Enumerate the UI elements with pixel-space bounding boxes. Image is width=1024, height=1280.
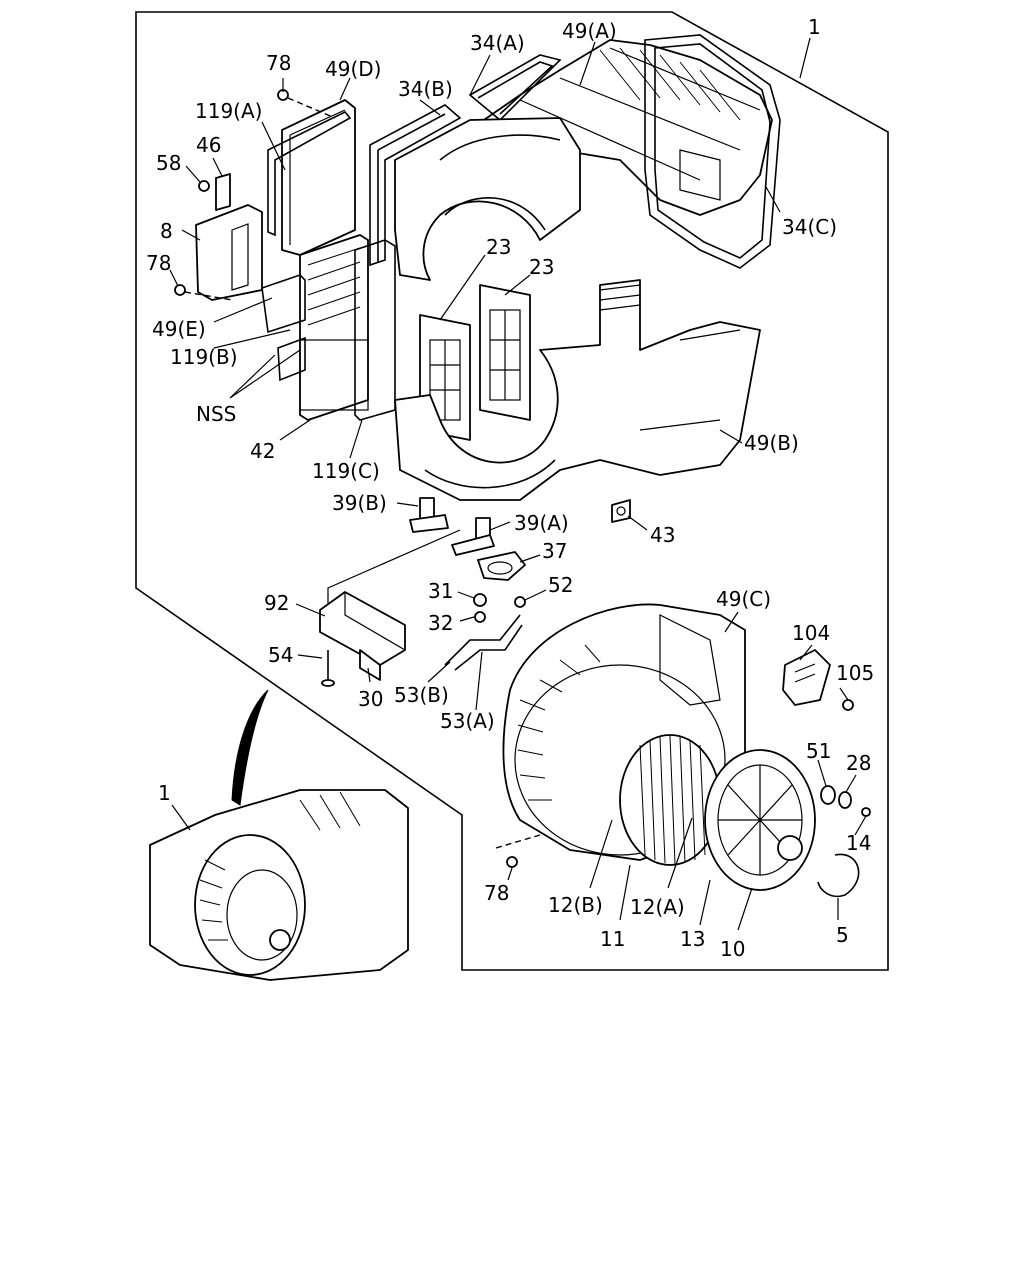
screw-78-bottom — [506, 856, 518, 868]
control-unit-92 — [319, 591, 406, 666]
label-43: 43 — [650, 523, 675, 547]
part-labels: 1 49(A) 34(A) 78 49(D) 34(B) 119(A) 46 5… — [146, 15, 874, 961]
label-23-left: 23 — [486, 235, 511, 259]
gasket-119a — [267, 111, 352, 237]
label-49a: 49(A) — [562, 19, 617, 43]
label-1-top: 1 — [808, 15, 821, 39]
label-31: 31 — [428, 579, 453, 603]
label-34b: 34(B) — [398, 77, 453, 101]
screw-58 — [198, 180, 210, 192]
label-92: 92 — [264, 591, 289, 615]
label-11: 11 — [600, 927, 625, 951]
label-39b: 39(B) — [332, 491, 387, 515]
washer-51 — [820, 785, 836, 805]
lower-case-49b — [394, 279, 761, 501]
gasket-34b — [369, 104, 462, 267]
scroll-housing-upper — [394, 117, 581, 281]
side-panel-49d — [281, 99, 356, 256]
resistor-104 — [782, 649, 831, 706]
part-39a — [451, 517, 495, 556]
leader-lines — [169, 37, 867, 931]
assembled-unit-1 — [149, 789, 409, 981]
label-39a: 39(A) — [514, 511, 569, 535]
label-49e: 49(E) — [152, 317, 206, 341]
screw-54 — [321, 650, 335, 687]
screw-105 — [842, 699, 854, 711]
part-39b — [409, 497, 449, 533]
label-42: 42 — [250, 439, 275, 463]
washer-31 — [473, 593, 487, 607]
filter-42 — [299, 234, 369, 421]
diagram-boundary — [135, 11, 889, 971]
part-43 — [611, 499, 631, 523]
label-5: 5 — [836, 923, 849, 947]
label-78-top: 78 — [266, 51, 291, 75]
clip-46 — [215, 173, 231, 211]
detail-arrow — [231, 689, 269, 806]
label-54: 54 — [268, 643, 293, 667]
label-78-mid: 78 — [146, 251, 171, 275]
cover-30 — [359, 649, 381, 681]
label-37: 37 — [542, 539, 567, 563]
label-46: 46 — [196, 133, 221, 157]
label-119a: 119(A) — [195, 99, 262, 123]
label-10: 10 — [720, 937, 745, 961]
label-13: 13 — [680, 927, 705, 951]
label-119b: 119(B) — [170, 345, 238, 369]
label-78-bottom: 78 — [484, 881, 509, 905]
label-105: 105 — [836, 661, 874, 685]
label-53b: 53(B) — [394, 683, 449, 707]
label-nss: NSS — [196, 402, 236, 426]
label-104: 104 — [792, 621, 830, 645]
label-49d: 49(D) — [325, 57, 381, 81]
label-34a: 34(A) — [470, 31, 525, 55]
label-32: 32 — [428, 611, 453, 635]
label-52: 52 — [548, 573, 573, 597]
actuator-37 — [477, 551, 526, 581]
label-51: 51 — [806, 739, 831, 763]
label-8: 8 — [160, 219, 173, 243]
label-58: 58 — [156, 151, 181, 175]
clip-52 — [514, 596, 526, 608]
label-14: 14 — [846, 831, 871, 855]
washer-28 — [838, 791, 852, 809]
filter-23-right — [479, 284, 531, 421]
motor-10 — [704, 749, 816, 891]
gasket-34a — [468, 54, 562, 122]
label-34c: 34(C) — [782, 215, 837, 239]
link-53b — [444, 614, 521, 666]
upper-case-49a — [454, 39, 773, 216]
label-119c: 119(C) — [312, 459, 380, 483]
label-12a: 12(A) — [630, 895, 685, 919]
bracket-8 — [195, 204, 263, 301]
link-53a — [454, 624, 523, 671]
label-53a: 53(A) — [440, 709, 495, 733]
label-30: 30 — [358, 687, 383, 711]
label-23-right: 23 — [529, 255, 554, 279]
nut-32 — [474, 611, 486, 623]
label-49b: 49(B) — [744, 431, 799, 455]
label-49c: 49(C) — [716, 587, 771, 611]
fan-11 — [619, 734, 721, 866]
label-12b: 12(B) — [548, 893, 603, 917]
label-1-bottom: 1 — [158, 781, 171, 805]
gasket-119b — [261, 274, 306, 382]
label-28: 28 — [846, 751, 871, 775]
hose-5 — [817, 853, 860, 898]
screw-78-mid — [174, 284, 186, 296]
screw-14 — [861, 807, 871, 817]
gasket-34c — [644, 34, 781, 269]
